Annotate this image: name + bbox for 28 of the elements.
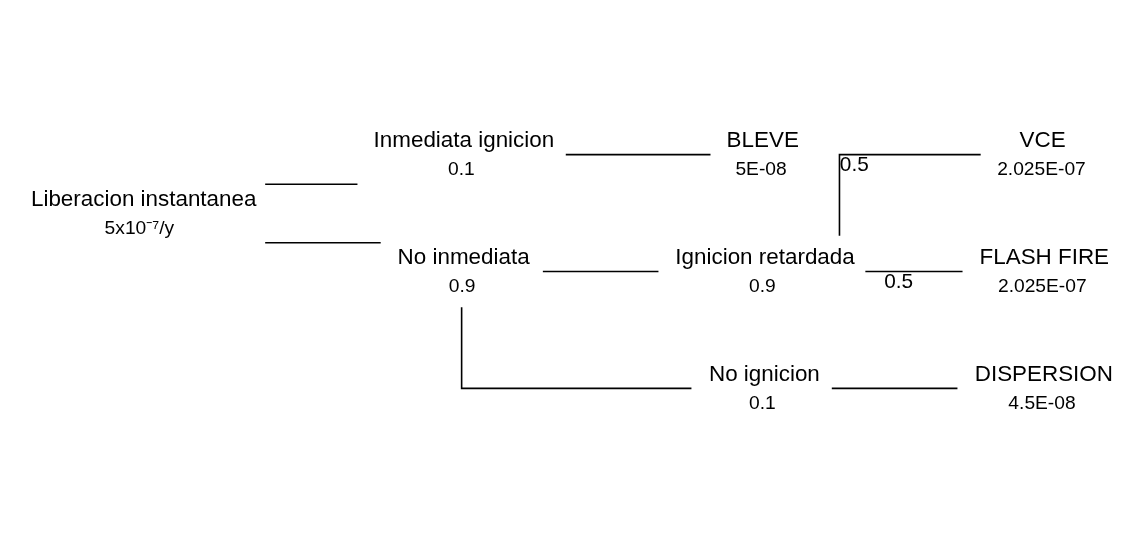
- connector: [831, 387, 959, 390]
- connector: [838, 153, 982, 237]
- edge-label: 0.5: [839, 152, 869, 176]
- node-text: Liberacion instantanea: [30, 186, 257, 212]
- node-label: 2.025E-07: [997, 157, 1086, 179]
- connector: [542, 270, 660, 273]
- node-label: 0.1: [448, 157, 475, 179]
- node-label: 4.5E-08: [1008, 391, 1076, 413]
- node-text: Ignicion retardada: [675, 243, 855, 269]
- node-label: 0.9: [749, 274, 776, 296]
- edge-label: 0.5: [884, 269, 914, 293]
- connector: [460, 306, 693, 390]
- connector: [864, 270, 964, 273]
- node-text: DISPERSION: [974, 360, 1113, 386]
- node-text: VCE: [1019, 126, 1066, 152]
- connector: [565, 153, 712, 156]
- node-text: FLASH FIRE: [979, 243, 1110, 269]
- node-label: 5E-08: [735, 157, 787, 179]
- node-text: No ignicion: [708, 360, 820, 386]
- node-text: Inmediata ignicion: [373, 126, 555, 152]
- node-text: BLEVE: [726, 126, 799, 152]
- node-label: 0.9: [448, 274, 476, 296]
- node-label: 5x10⁻⁷/y: [104, 217, 175, 239]
- node-label: 2.025E-07: [997, 274, 1087, 296]
- connector: [264, 183, 359, 186]
- connector: [264, 241, 382, 244]
- node-text: No inmediata: [397, 243, 530, 269]
- node-label: 0.1: [749, 391, 776, 413]
